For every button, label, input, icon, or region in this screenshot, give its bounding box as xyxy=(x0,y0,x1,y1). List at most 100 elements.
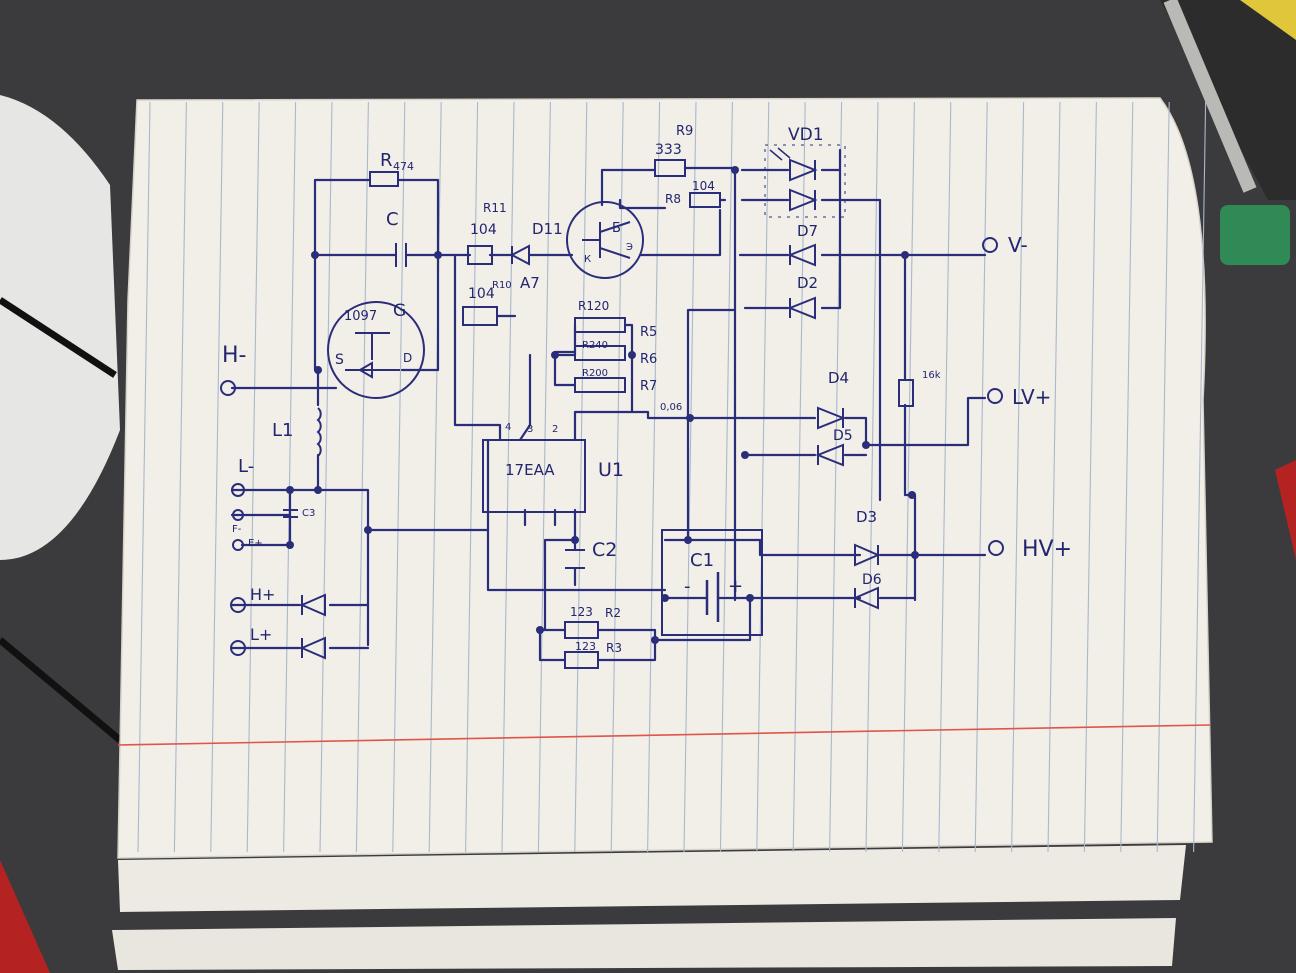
label-shunt: 0,06 xyxy=(660,402,682,413)
label-c1-plus: + xyxy=(728,576,743,597)
label-d4: D4 xyxy=(828,369,849,387)
label-r2: R2 xyxy=(605,606,621,620)
diode-d3 xyxy=(854,543,881,567)
label-r200: R200 xyxy=(582,368,608,379)
rule-line xyxy=(319,101,333,853)
label-q-e: Э xyxy=(626,242,633,253)
label-r-top-val: 474 xyxy=(393,160,414,173)
label-r10: R10 xyxy=(492,280,512,291)
rule-line xyxy=(392,101,406,853)
label-v-minus: V- xyxy=(1008,233,1028,257)
label-q-k: К xyxy=(584,254,591,265)
label-vd1: VD1 xyxy=(788,125,824,145)
label-d2: D2 xyxy=(797,274,818,292)
resistor-r9 xyxy=(654,159,686,177)
diode-d4 xyxy=(817,406,846,430)
label-r11: R11 xyxy=(483,201,507,215)
resistor-16k xyxy=(898,379,914,407)
rule-line xyxy=(283,101,297,853)
notebook-page xyxy=(117,97,1213,859)
resistor-r11 xyxy=(467,245,493,265)
label-q-b: Б xyxy=(612,221,621,236)
terminal-v-minus xyxy=(982,237,998,253)
rule-line xyxy=(647,101,661,853)
label-mosfet: 1097 xyxy=(344,309,377,324)
rule-line xyxy=(355,101,369,853)
label-r120: R120 xyxy=(578,299,609,313)
label-c1: C1 xyxy=(690,550,714,571)
resistor-r5 xyxy=(574,317,626,333)
label-d6: D6 xyxy=(862,572,882,588)
rule-line xyxy=(246,101,260,853)
label-pin4: 4 xyxy=(505,422,511,433)
rule-line xyxy=(938,101,952,853)
labels: R 474 C 1097 G S D H- L1 L- C3 F- E+ H+ … xyxy=(222,124,1072,655)
label-c1-minus: - xyxy=(684,576,691,597)
terminal-hv-plus xyxy=(988,540,1004,556)
rule-line xyxy=(792,101,806,853)
led-vd1 xyxy=(764,144,846,218)
label-d3: D3 xyxy=(856,508,877,526)
label-u1: U1 xyxy=(598,459,624,481)
capacitor-c1-box xyxy=(661,529,763,636)
rule-line xyxy=(974,101,988,853)
label-d11: D11 xyxy=(532,220,563,238)
label-hv-plus: HV+ xyxy=(1022,537,1072,562)
label-r-top: R xyxy=(380,150,393,171)
label-r3-val: 123 xyxy=(575,640,596,653)
margin-line xyxy=(117,724,1211,746)
rule-line xyxy=(1047,101,1061,853)
label-d7: D7 xyxy=(797,222,818,240)
mosfet-circle xyxy=(327,301,425,399)
rule-line xyxy=(1156,101,1170,853)
rule-line xyxy=(1011,101,1025,853)
label-cap-c: C xyxy=(386,209,399,230)
diode-d6 xyxy=(852,586,879,610)
diode-lplus xyxy=(299,636,326,660)
rule-line xyxy=(465,101,479,853)
resistor-r8 xyxy=(689,192,721,208)
terminal-lv-plus xyxy=(987,388,1003,404)
label-r6: R6 xyxy=(640,352,657,367)
resistor-r2 xyxy=(564,621,599,639)
rule-line xyxy=(537,101,551,853)
label-a7: A7 xyxy=(520,274,540,292)
rule-line xyxy=(683,101,697,853)
paper-stack xyxy=(112,845,1186,970)
junction-dots xyxy=(286,166,919,644)
label-r11-val: 104 xyxy=(470,222,497,238)
label-gate: G xyxy=(393,301,406,321)
transistor-circle xyxy=(566,201,644,279)
resistor-r6 xyxy=(574,345,626,361)
label-c3: C3 xyxy=(302,508,315,519)
diode-d2 xyxy=(787,296,816,320)
label-h-plus: H+ xyxy=(250,585,275,604)
label-source: S xyxy=(335,352,344,368)
label-r240: R240 xyxy=(582,340,608,351)
label-pin3: 3 xyxy=(527,424,533,435)
inductor-l1 xyxy=(316,407,322,457)
diode-d5 xyxy=(815,443,844,467)
rule-line xyxy=(901,101,915,853)
rule-line xyxy=(501,101,515,853)
label-l-plus: L+ xyxy=(250,625,272,644)
resistor-r7 xyxy=(574,377,626,393)
label-r10-val: 104 xyxy=(468,286,495,302)
rule-line xyxy=(756,101,770,853)
components xyxy=(283,144,914,669)
label-f-minus: F- xyxy=(232,524,242,535)
diode-d7 xyxy=(787,243,816,267)
terminal-h-plus xyxy=(230,597,246,613)
rule-line xyxy=(610,101,624,853)
label-r3: R3 xyxy=(606,641,622,655)
ic-u1 xyxy=(482,439,586,513)
resistor-r10 xyxy=(462,306,498,326)
label-r16k: 16k xyxy=(922,370,941,381)
label-r8: R8 xyxy=(665,192,681,206)
terminal-l-minus xyxy=(231,483,245,497)
label-c2: C2 xyxy=(592,539,617,561)
label-h-minus: H- xyxy=(222,343,246,368)
resistor-r3 xyxy=(564,651,599,669)
label-r8-val: 104 xyxy=(692,179,715,193)
terminals xyxy=(220,237,1004,656)
